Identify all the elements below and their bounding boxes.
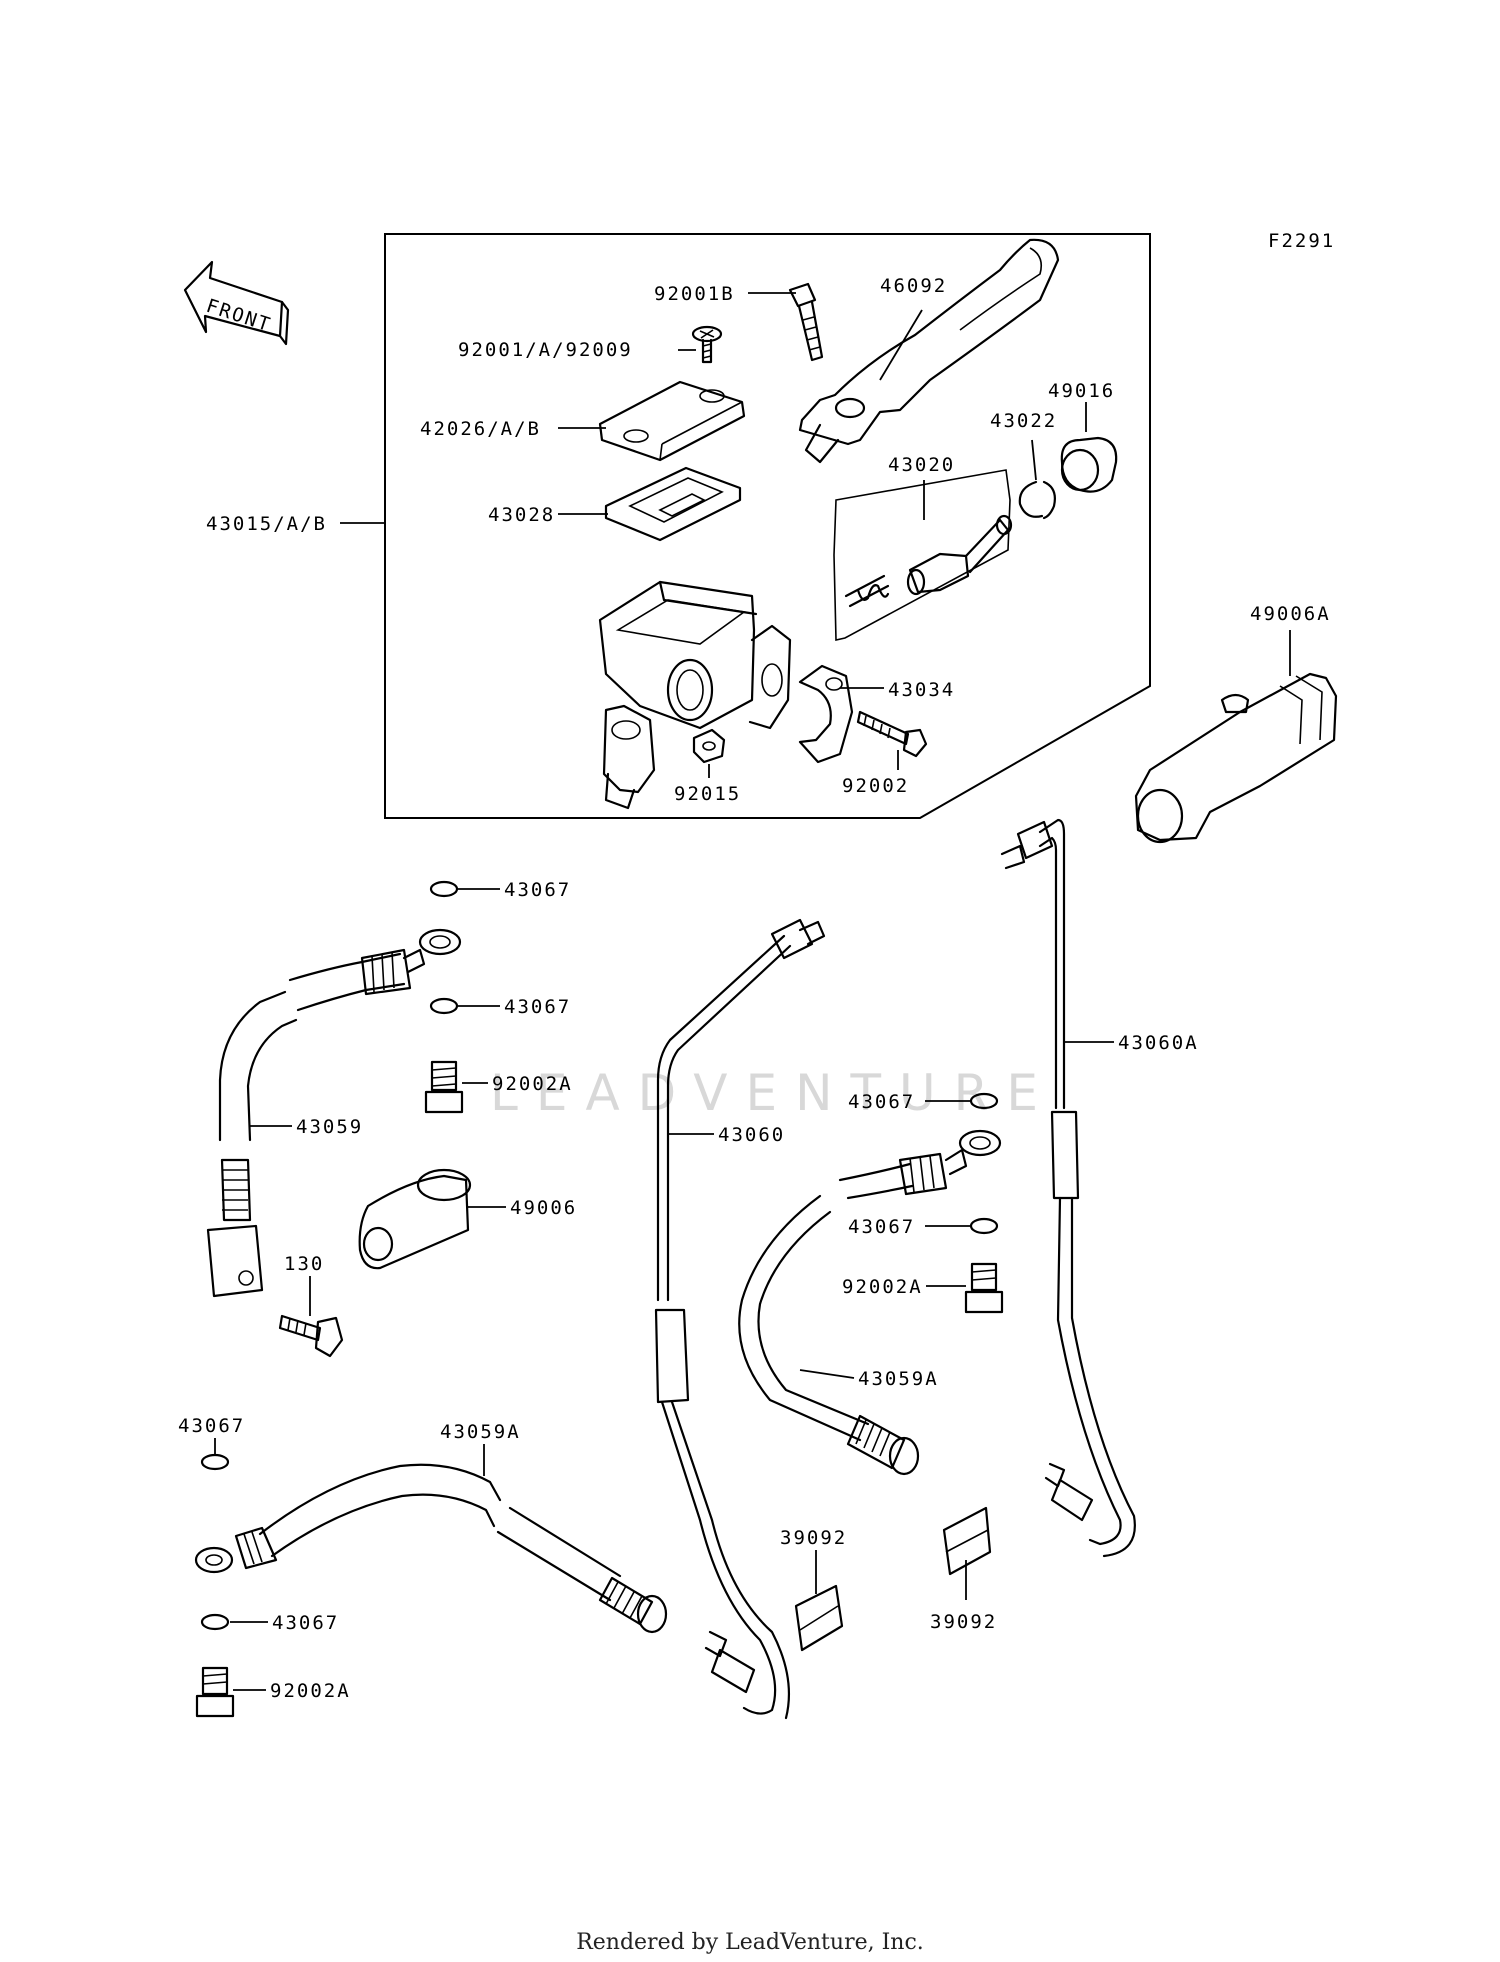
- boot-49016: [1060, 436, 1118, 493]
- label-46092: 46092: [880, 275, 947, 297]
- label-43059a-bottom: 43059A: [440, 1421, 521, 1443]
- clip-39092-b: [942, 1506, 992, 1576]
- clamp-43034: [798, 664, 854, 764]
- washer-43067-a: [429, 880, 459, 898]
- washer-43067-b: [429, 997, 459, 1015]
- front-label: FRONT: [203, 295, 274, 337]
- label-43060: 43060: [718, 1124, 785, 1146]
- piston-kit-43020: [833, 469, 1013, 641]
- label-43020: 43020: [888, 454, 955, 476]
- label-49016: 49016: [1048, 380, 1115, 402]
- label-43022: 43022: [990, 410, 1057, 432]
- label-92002: 92002: [842, 775, 909, 797]
- label-39092-a: 39092: [780, 1527, 847, 1549]
- figure-code: F2291: [1268, 230, 1335, 252]
- brake-lever-46092: [798, 238, 1060, 464]
- washer-43067-d: [969, 1217, 999, 1235]
- label-130: 130: [284, 1253, 324, 1275]
- banjo-bolt-92002a-a: [424, 1060, 464, 1114]
- label-92002a-c: 92002A: [270, 1680, 351, 1702]
- label-92002a-a: 92002A: [492, 1073, 573, 1095]
- label-43067-b: 43067: [504, 996, 571, 1018]
- diaphragm-43028: [604, 466, 742, 542]
- label-92015: 92015: [674, 783, 741, 805]
- label-43067-a: 43067: [504, 879, 571, 901]
- clip-39092-a: [794, 1584, 844, 1652]
- label-92001b: 92001B: [654, 283, 735, 305]
- bolt-92002: [856, 710, 928, 758]
- master-cylinder-group-frame: [384, 233, 1151, 819]
- banjo-bolt-92002a-c: [195, 1666, 235, 1718]
- footer-credit: Rendered by LeadVenture, Inc.: [576, 1930, 924, 1955]
- bolt-92001b: [788, 282, 824, 362]
- washer-43067-c: [969, 1092, 999, 1110]
- label-42026ab: 42026/A/B: [420, 418, 541, 440]
- label-43059: 43059: [296, 1116, 363, 1138]
- banjo-bolt-92002a-b: [964, 1262, 1004, 1314]
- label-39092-b: 39092: [930, 1611, 997, 1633]
- label-43015ab: 43015/A/B: [206, 513, 327, 535]
- hose-43059: [206, 928, 462, 1298]
- label-92002a-b: 92002A: [842, 1276, 923, 1298]
- cap-49006: [358, 1168, 472, 1270]
- label-49006: 49006: [510, 1197, 577, 1219]
- nut-92015: [692, 728, 726, 764]
- reservoir-49006a: [1134, 672, 1338, 844]
- front-arrow-icon: FRONT: [183, 260, 290, 346]
- screw-92001a: [691, 325, 723, 364]
- reservoir-cap-42026: [598, 380, 746, 462]
- label-43067-f: 43067: [272, 1612, 339, 1634]
- label-49006a: 49006A: [1250, 603, 1331, 625]
- washer-43067-f: [200, 1613, 230, 1631]
- label-92001a-92009: 92001/A/92009: [458, 339, 633, 361]
- label-43067-c: 43067: [848, 1091, 915, 1113]
- label-43028: 43028: [488, 504, 555, 526]
- hose-43059a-middle: [738, 1129, 1002, 1476]
- label-43067-e: 43067: [178, 1415, 245, 1437]
- washer-43067-e: [200, 1453, 230, 1471]
- bolt-130: [278, 1314, 344, 1358]
- label-43059a-middle: 43059A: [858, 1368, 939, 1390]
- label-43060a: 43060A: [1118, 1032, 1199, 1054]
- circlip-43022: [1018, 480, 1056, 520]
- hose-43059a-bottom: [194, 1463, 668, 1634]
- label-43067-d: 43067: [848, 1216, 915, 1238]
- master-cylinder-body: [598, 580, 792, 810]
- watermark: LEADVENTURE: [490, 1064, 1056, 1122]
- label-43034: 43034: [888, 679, 955, 701]
- brake-pipe-43060a: [1000, 818, 1136, 1558]
- brake-pipe-43060: [654, 918, 826, 1720]
